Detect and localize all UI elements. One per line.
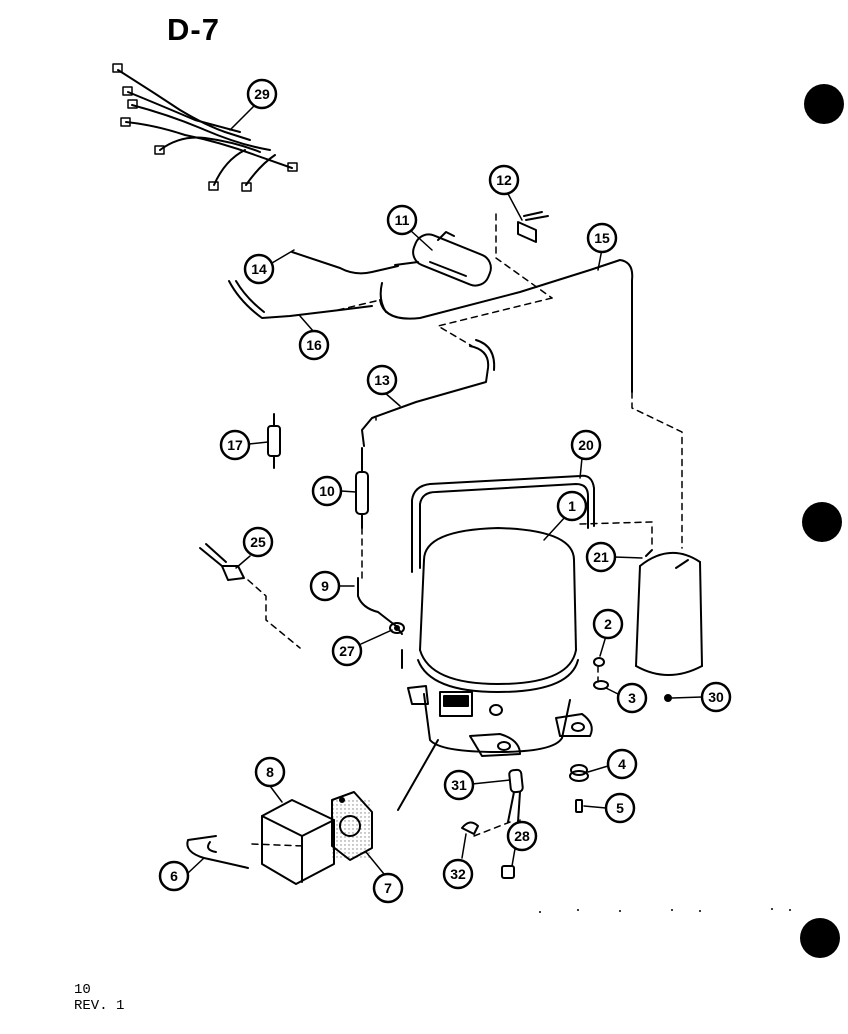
assembly-lines bbox=[247, 213, 683, 847]
svg-text:20: 20 bbox=[578, 437, 594, 453]
svg-text:6: 6 bbox=[170, 868, 178, 884]
svg-text:30: 30 bbox=[708, 689, 724, 705]
callout-2: 2 bbox=[592, 608, 624, 640]
callout-27: 27 bbox=[331, 635, 363, 667]
svg-text:4: 4 bbox=[618, 756, 626, 772]
svg-text:31: 31 bbox=[451, 777, 467, 793]
callout-1: 1 bbox=[556, 490, 588, 522]
svg-text:9: 9 bbox=[321, 578, 329, 594]
drier-17-part bbox=[267, 413, 281, 469]
svg-text:27: 27 bbox=[339, 643, 355, 659]
svg-text:7: 7 bbox=[384, 880, 392, 896]
callout-30: 30 bbox=[700, 681, 732, 713]
svg-text:5: 5 bbox=[616, 800, 624, 816]
accumulator-part bbox=[635, 549, 703, 676]
capillary-tube-part bbox=[291, 251, 399, 275]
tube-13-part bbox=[361, 345, 490, 447]
callout-31: 31 bbox=[443, 769, 475, 801]
bent-tube-part bbox=[228, 280, 373, 319]
connector-25-part bbox=[199, 543, 245, 581]
callout-6: 6 bbox=[158, 860, 190, 892]
valve-part bbox=[379, 231, 492, 313]
callout-3: 3 bbox=[616, 682, 648, 714]
binder-hole-top bbox=[804, 84, 844, 124]
callout-28: 28 bbox=[506, 820, 538, 852]
callout-25: 25 bbox=[242, 526, 274, 558]
wire-harness-part bbox=[112, 63, 298, 192]
callout-21: 21 bbox=[585, 541, 617, 573]
callout-7: 7 bbox=[372, 872, 404, 904]
page-footer: 10 REV. 1 bbox=[74, 982, 124, 1014]
callout-bubbles: 29 12 11 15 14 16 13 17 20 10 1 25 21 9 … bbox=[158, 78, 732, 904]
svg-text:28: 28 bbox=[514, 828, 530, 844]
sensor-clip-part bbox=[517, 211, 549, 243]
svg-text:32: 32 bbox=[450, 866, 466, 882]
discharge-tube-part bbox=[411, 474, 595, 573]
cap-31-part bbox=[507, 768, 524, 823]
callout-10: 10 bbox=[311, 475, 343, 507]
sleeve-5-part bbox=[575, 799, 583, 813]
svg-text:29: 29 bbox=[254, 86, 270, 102]
svg-text:17: 17 bbox=[227, 437, 243, 453]
svg-text:15: 15 bbox=[594, 230, 610, 246]
svg-text:16: 16 bbox=[306, 337, 322, 353]
callout-20: 20 bbox=[570, 429, 602, 461]
svg-text:21: 21 bbox=[593, 549, 609, 565]
callout-9: 9 bbox=[309, 570, 341, 602]
svg-text:11: 11 bbox=[395, 212, 410, 228]
callout-14: 14 bbox=[243, 253, 275, 285]
svg-text:8: 8 bbox=[266, 764, 274, 780]
grommet-27-part bbox=[389, 622, 405, 634]
grommet-4-part bbox=[569, 764, 589, 782]
svg-text:25: 25 bbox=[250, 534, 266, 550]
clip-32-part bbox=[461, 821, 479, 835]
svg-text:2: 2 bbox=[604, 616, 612, 632]
retaining-clip-part bbox=[186, 835, 249, 869]
page-number: 10 bbox=[74, 982, 91, 998]
grommet-30-part bbox=[664, 694, 672, 702]
filter-drier-part bbox=[355, 447, 369, 529]
callout-13: 13 bbox=[366, 364, 398, 396]
svg-text:3: 3 bbox=[628, 690, 636, 706]
terminal-cover-part bbox=[261, 799, 335, 885]
svg-text:1: 1 bbox=[568, 498, 576, 514]
svg-text:12: 12 bbox=[496, 172, 512, 188]
page-title: D-7 bbox=[167, 12, 220, 47]
revision-label: REV. 1 bbox=[74, 998, 125, 1014]
callout-29: 29 bbox=[246, 78, 278, 110]
callout-15: 15 bbox=[586, 222, 618, 254]
callout-4: 4 bbox=[606, 748, 638, 780]
washer-2-part bbox=[593, 657, 605, 667]
compressor-part bbox=[397, 527, 593, 811]
long-tube-part bbox=[379, 259, 634, 393]
svg-text:14: 14 bbox=[251, 261, 267, 277]
svg-text:13: 13 bbox=[374, 372, 390, 388]
callout-16: 16 bbox=[298, 329, 330, 361]
washer-3-part bbox=[593, 680, 609, 690]
binder-hole-bottom bbox=[800, 918, 840, 958]
callout-11: 11 bbox=[386, 204, 418, 236]
plug-28-part bbox=[501, 865, 515, 879]
callout-17: 17 bbox=[219, 429, 251, 461]
binder-hole-middle bbox=[802, 502, 842, 542]
callout-8: 8 bbox=[254, 756, 286, 788]
svg-text:10: 10 bbox=[319, 483, 335, 499]
scan-specks bbox=[539, 908, 791, 913]
gasket-part bbox=[331, 791, 373, 861]
callout-5: 5 bbox=[604, 792, 636, 824]
suction-tube-part bbox=[357, 577, 403, 635]
callout-32: 32 bbox=[442, 858, 474, 890]
callout-12: 12 bbox=[488, 164, 520, 196]
